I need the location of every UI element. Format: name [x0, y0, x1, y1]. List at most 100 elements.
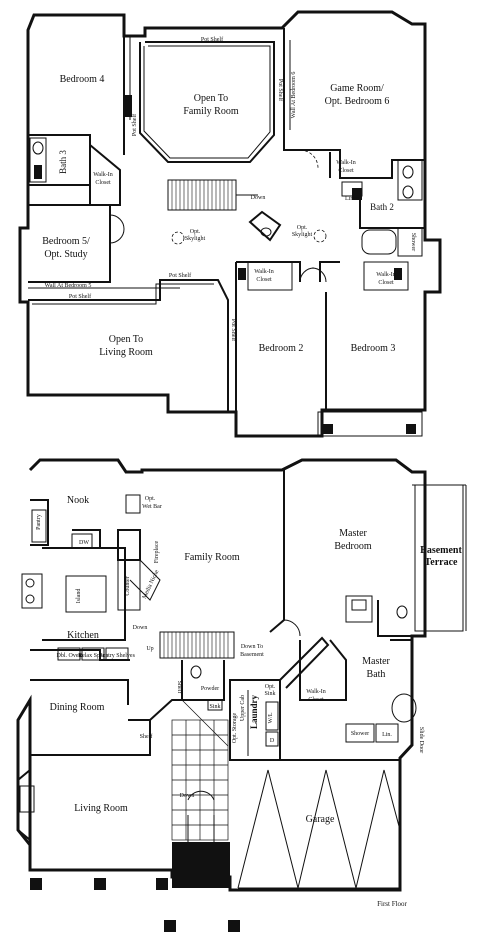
room-bedroom-5-line1: Bedroom 5/ — [42, 236, 90, 247]
label-shelf: Shelf — [176, 681, 183, 694]
wall-game-room — [283, 28, 300, 151]
master-tub — [391, 693, 417, 723]
label-closet: Closet — [256, 277, 272, 283]
closet-bedroom2 — [247, 261, 293, 291]
label-opt-skylight: Skylight — [185, 236, 206, 242]
room-bath-2: Bath 2 — [370, 202, 394, 212]
post — [94, 878, 106, 890]
skylight-left — [171, 231, 185, 245]
master-shower — [345, 723, 375, 743]
bath2-tub — [361, 229, 397, 255]
label-shower: Shower — [410, 233, 416, 251]
foyer-tile — [171, 699, 230, 888]
room-laundry: Laundry — [249, 694, 259, 729]
label-pot-shelf: Pot Shelf — [230, 319, 237, 341]
label-walk-in: Walk-In — [93, 172, 113, 178]
label-pot-shelf: Pot Shelf — [69, 293, 91, 300]
label-wall-at-bedroom-6: Wall At Bedroom 6 — [291, 72, 297, 119]
label-relax-space: Relax Space — [78, 653, 108, 659]
room-dining-room: Dining Room — [50, 702, 105, 713]
label-walk-in: Walk-In — [376, 272, 396, 278]
upper-floor — [18, 10, 442, 438]
room-master-bedroom-line2: Bedroom — [334, 541, 371, 552]
label-pantry: Pantry — [36, 514, 42, 530]
room-bedroom-5-line2: Opt. Study — [44, 249, 87, 260]
room-master-bath-line1: Master — [362, 656, 390, 667]
post — [164, 920, 176, 932]
room-bath-3: Bath 3 — [58, 150, 68, 174]
label-walk-in: Walk-In — [336, 160, 356, 166]
room-family-room: Family Room — [184, 552, 240, 563]
post — [406, 424, 416, 434]
label-down-to: Down To — [241, 644, 263, 650]
room-basement-terrace-line2: Terrace — [425, 557, 459, 568]
wall-pier-1 — [124, 95, 132, 117]
label-opt-skylight: Skylight — [292, 232, 313, 238]
main-floor — [16, 458, 467, 932]
label-pot-shelf: Pot Shelf — [169, 272, 191, 279]
label-closet: Closet — [378, 280, 394, 286]
room-bedroom-2: Bedroom 2 — [259, 343, 304, 354]
label-linen: Lin. — [382, 732, 392, 738]
label-pot-shelf: Pot Shelf — [201, 36, 223, 43]
label-closet: Closet — [338, 168, 354, 174]
post — [156, 878, 168, 890]
label-slide-door: Slide Door — [418, 727, 424, 753]
label-sink: Sink — [264, 691, 275, 697]
label-upper-cab: Upper Cab — [240, 695, 246, 721]
room-bedroom-4: Bedroom 4 — [60, 74, 105, 85]
garage-door-lines — [237, 769, 401, 889]
label-closet: Closet — [308, 697, 324, 703]
label-walk-in: Walk-In — [306, 689, 326, 695]
room-master-bath-line2: Bath — [367, 669, 386, 680]
counter — [117, 559, 141, 611]
label-down: Down — [251, 195, 266, 201]
closet-bedroom3 — [363, 261, 409, 291]
label-wall-at-bedroom-5: Wall At Bedroom 5 — [45, 283, 92, 289]
label-dw: DW — [79, 540, 89, 546]
label-shelf: Shelf — [140, 733, 153, 740]
room-game-room-line2: Opt. Bedroom 6 — [325, 96, 390, 107]
room-living-room: Living Room — [74, 803, 128, 814]
room-open-to-living-line1: Open To — [109, 334, 143, 345]
label-basement: Basement — [240, 652, 264, 658]
room-nook: Nook — [67, 495, 89, 506]
upper-stair — [167, 179, 258, 211]
cooktop — [21, 573, 43, 609]
label-island: Island — [76, 589, 82, 604]
upper-outer-wall — [18, 10, 442, 438]
post — [228, 920, 240, 932]
pantry — [31, 509, 47, 543]
kitchen-island — [65, 575, 107, 613]
label-opt-skylight: Opt. — [297, 225, 308, 231]
label-opt: Opt. — [265, 684, 276, 690]
label-dbl-oven: Dbl. Oven — [57, 653, 82, 659]
wet-bar — [125, 494, 141, 514]
bath2-vanity — [397, 159, 423, 201]
label-fireplace: Fireplace — [154, 541, 160, 564]
label-up: Up — [146, 646, 153, 652]
label-pot-shelf: Pot Shelf — [131, 114, 138, 136]
label-opt-storage: Opt. Storage — [232, 712, 238, 743]
label-sink: Sink — [209, 704, 220, 710]
room-bedroom-3: Bedroom 3 — [351, 343, 396, 354]
label-down: Down — [180, 793, 195, 799]
room-open-to-living-line2: Living Room — [99, 347, 153, 358]
label-pot-shelf: Pot Shelf — [277, 79, 284, 101]
label-counter: Counter — [125, 576, 131, 595]
room-open-to-family-line2: Family Room — [183, 106, 239, 117]
post — [323, 424, 333, 434]
room-game-room-line1: Game Room/ — [330, 83, 384, 94]
label-first-floor: First Floor — [377, 900, 407, 908]
label-down: Down — [133, 625, 148, 631]
label-pantry-shelves: Pantry Shelves — [99, 653, 135, 659]
label-opt: Opt. — [145, 496, 156, 502]
main-outer-wall — [16, 458, 427, 892]
label-walk-in: Walk-In — [254, 269, 274, 275]
open-to-family-rail — [139, 41, 275, 163]
label-closet: Closet — [95, 180, 111, 186]
room-kitchen: Kitchen — [67, 630, 99, 641]
label-linen: Linen — [345, 196, 359, 202]
